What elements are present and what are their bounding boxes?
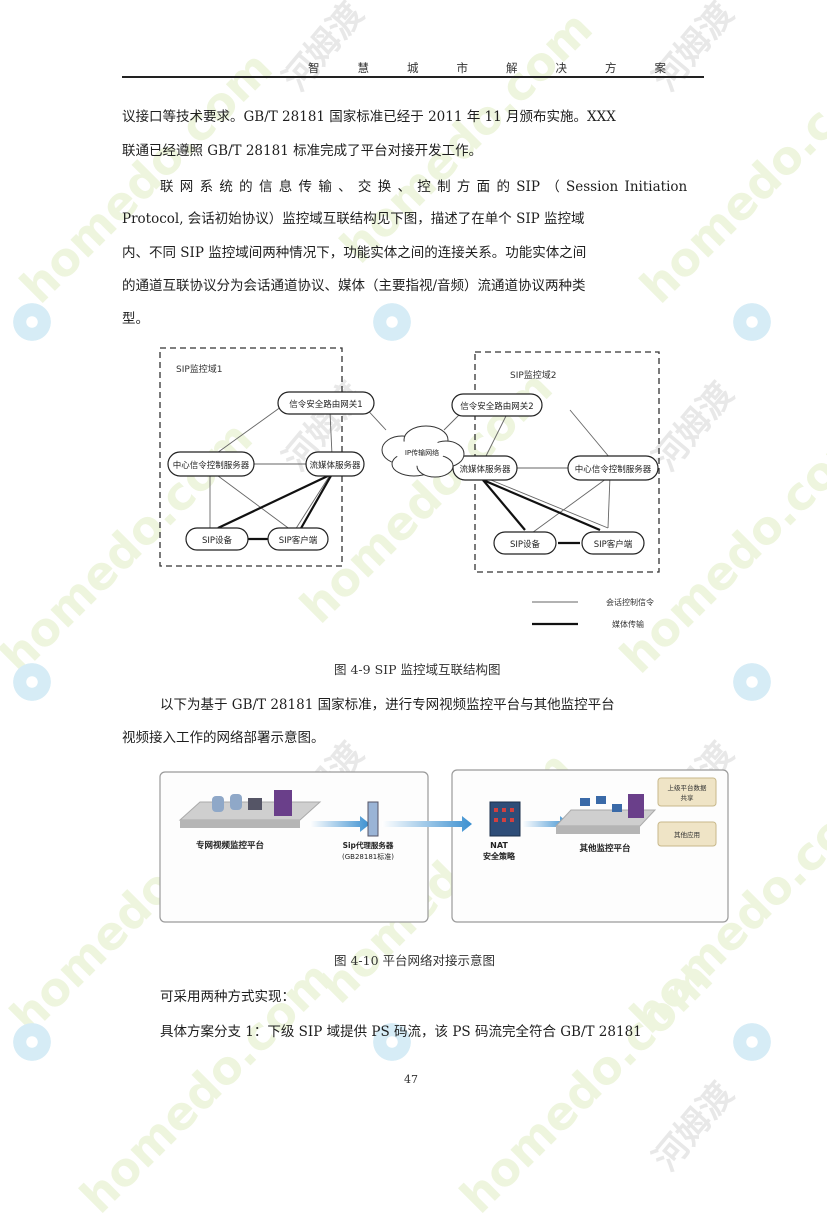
sip-client1-node <box>267 527 329 551</box>
database-icon <box>212 796 224 812</box>
media-server1-node <box>305 451 365 477</box>
gateway2-node <box>451 393 543 417</box>
flower-watermark-icon <box>730 300 774 344</box>
ip-network-label: IP传输网络 <box>405 448 439 457</box>
flower-watermark-icon <box>370 300 414 344</box>
arrow-right-icon <box>310 816 370 832</box>
paragraph-line: 具体方案分支 1：下级 SIP 域提供 PS 码流，该 PS 码流完全符合 GB… <box>160 1024 642 1040</box>
shared-data-label-2: 共享 <box>681 793 695 802</box>
media-server2-label: 流媒体服务器 <box>459 464 511 475</box>
gateway1-label: 信令安全路由网关1 <box>289 399 362 410</box>
paragraph-line: 以下为基于 GB/T 28181 国家标准，进行专网视频监控平台与其他监控平台 <box>160 697 615 713</box>
paragraph-line: 可采用两种方式实现： <box>160 989 295 1005</box>
domain1-label: SIP监控域1 <box>176 363 223 375</box>
sip-domain-diagram: SIP监控域1 SIP监控域2 <box>159 347 660 629</box>
paragraph-line: 议接口等技术要求。GB/T 28181 国家标准已经于 2011 年 11 月颁… <box>122 109 616 125</box>
paragraph-line: 的通道互联协议分为会话通道协议、媒体（主要指视/音频）流通道协议两种类 <box>122 278 586 294</box>
shared-data-label-1: 上级平台数据 <box>668 783 708 792</box>
watermark-brand: 河姆渡 <box>645 1074 742 1179</box>
domain2-label: SIP监控域2 <box>510 369 557 381</box>
paragraph-line: 型。 <box>122 311 149 327</box>
paragraph-line: 视频接入工作的网络部署示意图。 <box>122 730 325 746</box>
server-icon <box>628 794 644 818</box>
paragraph-line: 内、不同 SIP 监控域间两种情况下，功能实体之间的连接关系。功能实体之间 <box>122 245 587 261</box>
center-server1-label: 中心信令控制服务器 <box>173 460 250 471</box>
database-icon <box>230 794 242 810</box>
gateway1-node <box>277 391 375 415</box>
sip-client1-label: SIP客户端 <box>279 535 318 546</box>
other-apps-box <box>657 821 717 847</box>
sip-client2-node <box>581 531 645 555</box>
server-icon <box>274 790 292 816</box>
shared-data-box <box>657 777 717 807</box>
security-policy-label: 安全策略 <box>483 851 516 861</box>
center-server2-label: 中心信令控制服务器 <box>575 464 652 475</box>
sip-device1-node <box>185 527 249 551</box>
private-platform-label: 专网视频监控平台 <box>196 840 265 851</box>
center-server1-node <box>167 451 255 477</box>
sip-device1-label: SIP设备 <box>202 535 233 546</box>
sip-proxy-label-1: Sip代理服务器 <box>343 840 394 850</box>
sip-device2-node <box>493 531 557 555</box>
media-lines <box>217 473 601 545</box>
legend-session-label: 会话控制信令 <box>606 597 654 607</box>
figure-4-10-caption: 图 4-10 平台网络对接示意图 <box>334 953 496 968</box>
flower-watermark-icon <box>370 1020 414 1064</box>
sip-proxy-server-icon <box>367 801 379 837</box>
other-platform-label: 其他监控平台 <box>579 843 631 854</box>
flower-watermark-icon <box>10 1020 54 1064</box>
flower-watermark-icon <box>10 660 54 704</box>
paragraph-line: Protocol, 会话初始协议）监控域互联结构见下图，描述了在单个 SIP 监… <box>122 211 585 227</box>
flower-watermark-icon <box>10 300 54 344</box>
page-header: 智慧城市解决方案 <box>122 58 704 78</box>
pc-icon <box>580 798 590 806</box>
nat-label: NAT <box>490 841 508 850</box>
sip-device2-label: SIP设备 <box>510 539 541 550</box>
page-number: 47 <box>404 1073 418 1086</box>
center-server2-node <box>567 455 659 481</box>
monitor-icon <box>248 798 262 810</box>
arrow-right-icon <box>522 816 570 832</box>
platform-network-diagram: 专网视频监控平台 Sip代理服务器 (GB28181标准) NAT 安全策略 其… <box>159 769 729 923</box>
domain2-boundary <box>474 351 660 573</box>
figure-4-9-caption: 图 4-9 SIP 监控域互联结构图 <box>334 662 501 677</box>
flower-watermark-icon <box>730 1020 774 1064</box>
media-server1-label: 流媒体服务器 <box>309 460 361 471</box>
watermark-brand: 河姆渡 <box>645 0 742 99</box>
ip-network-cloud <box>381 425 465 478</box>
sip-proxy-label-2: (GB28181标准) <box>342 852 394 861</box>
flower-watermark-icon <box>730 660 774 704</box>
paragraph-line: 联通已经遵照 GB/T 28181 标准完成了平台对接开发工作。 <box>122 143 483 159</box>
legend-media-label: 媒体传输 <box>612 619 644 629</box>
sip-client2-label: SIP客户端 <box>594 539 633 550</box>
pc-icon <box>612 804 622 812</box>
paragraph-line: 联 网 系 统 的 信 息 传 输 、 交 换 、 控 制 方 面 的 SIP … <box>160 179 688 195</box>
arrow-right-icon <box>382 816 472 832</box>
header-title: 智慧城市解决方案 <box>308 61 704 75</box>
watermark-text: homedo.com <box>449 950 723 1224</box>
other-apps-label: 其他应用 <box>674 830 700 839</box>
pc-icon <box>596 796 606 804</box>
right-panel <box>451 769 729 923</box>
watermark-brand: 河姆渡 <box>275 0 372 99</box>
session-lines <box>209 403 611 539</box>
gateway2-label: 信令安全路由网关2 <box>460 401 533 412</box>
